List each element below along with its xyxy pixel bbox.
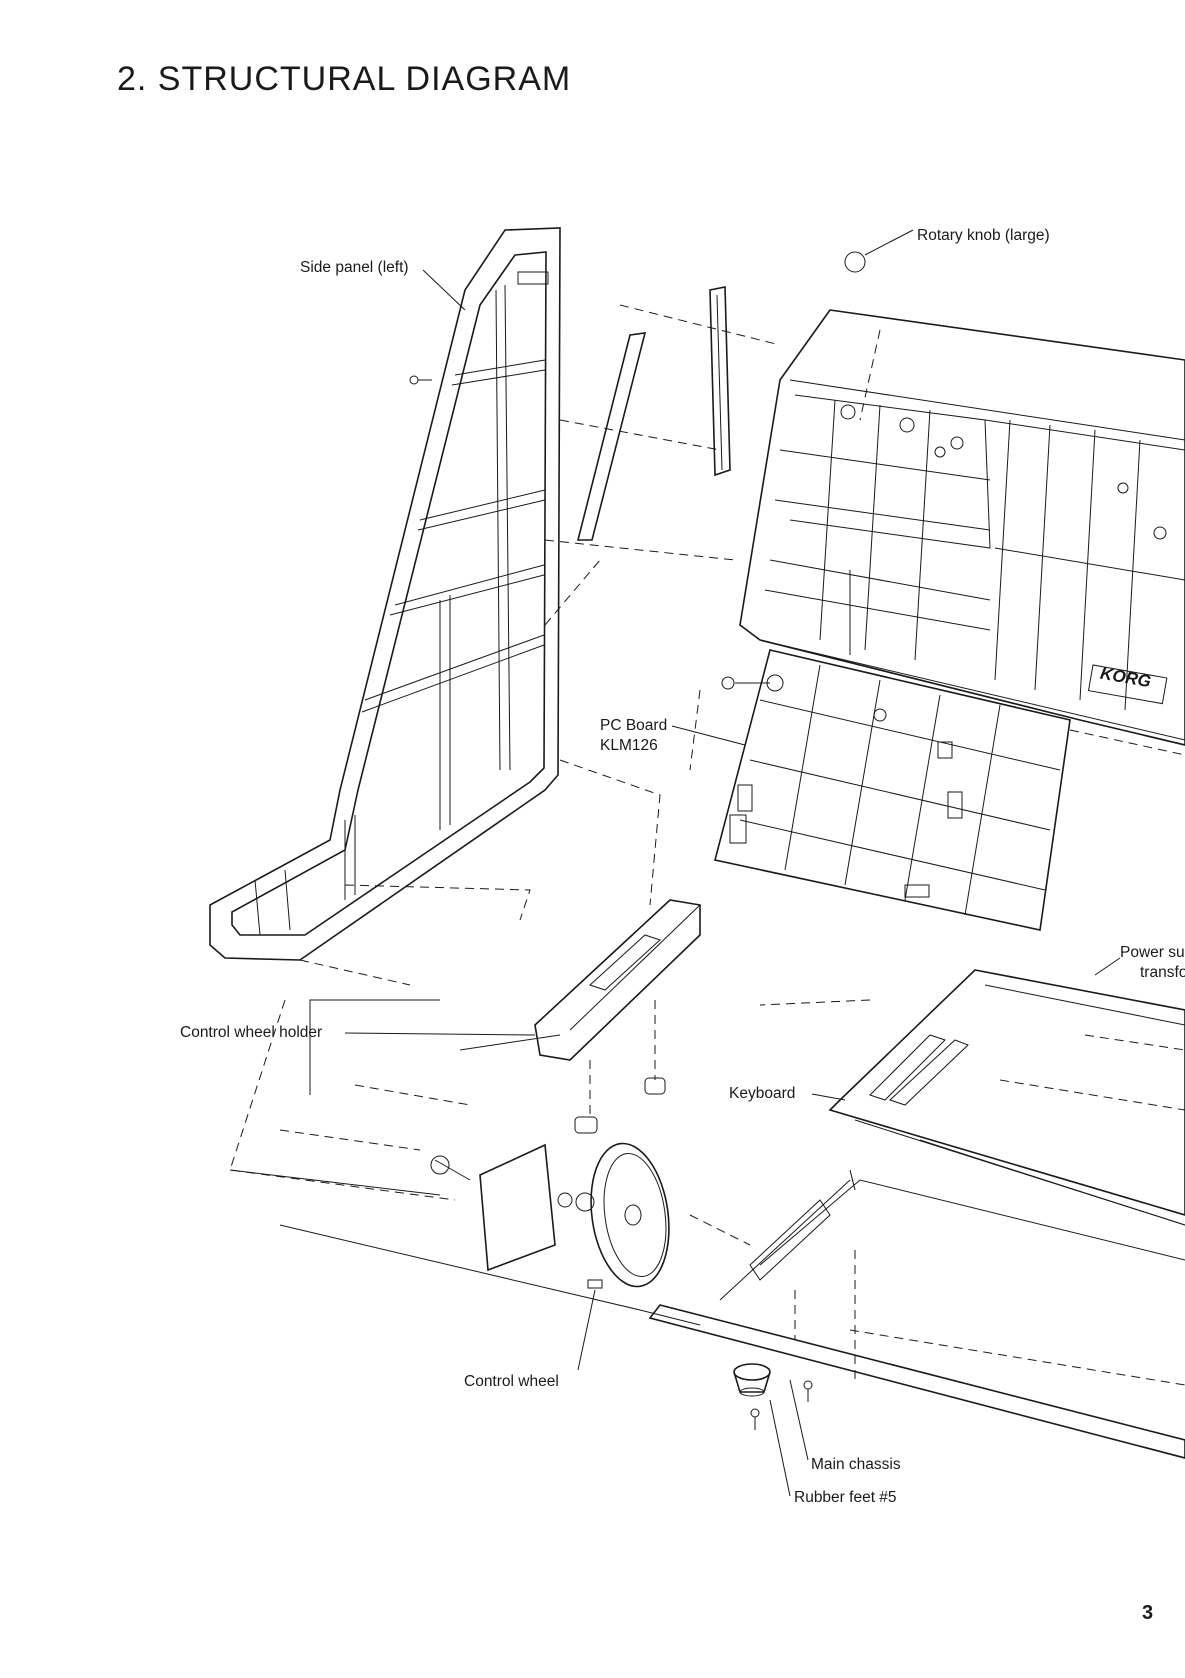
control-wheel-drawing [430, 1142, 670, 1289]
side-panel-left-drawing [209, 227, 561, 961]
brackets-drawing [409, 286, 731, 541]
main-chassis-drawing [648, 1169, 1185, 1459]
label-main-chassis: Main chassis [811, 1456, 901, 1473]
label-side-panel-left: Side panel (left) [300, 259, 409, 276]
label-keyboard: Keyboard [729, 1085, 796, 1102]
control-wheel-holder-drawing [534, 899, 701, 1134]
pc-board-drawing [714, 649, 1071, 931]
page-number: 3 [1142, 1602, 1154, 1624]
label-control-wheel-holder: Control wheel holder [180, 1024, 323, 1041]
keyboard-drawing [828, 969, 1185, 1226]
label-rubber-feet: Rubber feet #5 [794, 1489, 897, 1506]
label-power-supply-transformer: transfo [1140, 964, 1185, 981]
page-title: 2. STRUCTURAL DIAGRAM [117, 60, 572, 98]
label-rotary-knob-large: Rotary knob (large) [917, 227, 1050, 244]
assembly-lines [229, 304, 1185, 1386]
label-pc-board-model: KLM126 [600, 737, 658, 754]
top-panel-drawing [739, 309, 1185, 746]
label-pc-board: PC Board [600, 717, 668, 734]
label-control-wheel: Control wheel [464, 1373, 559, 1390]
label-leaders [344, 229, 1121, 1497]
label-power-supply: Power su [1120, 944, 1185, 961]
